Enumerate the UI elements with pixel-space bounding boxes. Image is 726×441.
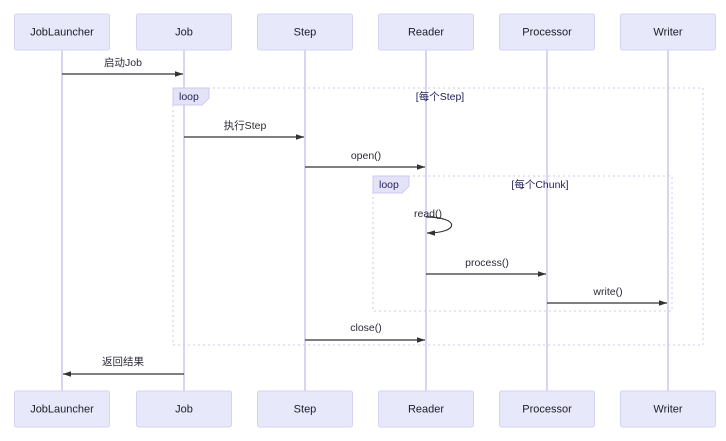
messages-group: 启动Job 执行Step open() read() process() write() c… (62, 56, 668, 377)
fragment-guard-label: [每个Step] (416, 90, 465, 103)
participant-box[interactable] (136, 390, 232, 428)
participant-box[interactable] (14, 13, 110, 51)
fragment-outer-loop: loop [每个Step] (172, 87, 704, 346)
message-label: 执行Step (224, 119, 267, 132)
participant-step-bottom[interactable]: Step (257, 390, 353, 428)
participant-label: Step (294, 26, 317, 38)
participant-label: Writer (653, 403, 682, 415)
participant-joblauncher-top[interactable]: JobLauncher (14, 13, 110, 51)
participant-box[interactable] (257, 390, 353, 428)
message-label: read() (414, 208, 442, 220)
message-label: open() (351, 150, 381, 162)
participant-box[interactable] (378, 390, 474, 428)
participant-job-top[interactable]: Job (136, 13, 232, 51)
fragment-guard-label: [每个Chunk] (511, 178, 568, 191)
participant-box[interactable] (499, 13, 595, 51)
participant-reader-bottom[interactable]: Reader (378, 390, 474, 428)
fragment-tab (172, 87, 210, 106)
msg-close: close() (305, 322, 426, 343)
msg-write: write() (547, 286, 668, 306)
participant-box[interactable] (14, 390, 110, 428)
participant-writer-bottom[interactable]: Writer (620, 390, 716, 428)
message-label: process() (465, 257, 509, 269)
message-label: 返回结果 (102, 355, 144, 368)
participant-label: Processor (522, 403, 572, 415)
combined-fragments-group: loop [每个Step] loop [每个Chunk] (172, 87, 704, 346)
participant-box[interactable] (499, 390, 595, 428)
fragment-border (372, 175, 673, 312)
participant-label: Reader (408, 26, 444, 38)
msg-execute-step: 执行Step (184, 119, 305, 140)
participant-step-top[interactable]: Step (257, 13, 353, 51)
participant-label: Job (175, 26, 193, 38)
fragment-inner-loop: loop [每个Chunk] (372, 175, 673, 312)
participant-box[interactable] (136, 13, 232, 51)
participant-reader-top[interactable]: Reader (378, 13, 474, 51)
message-label: write() (592, 286, 622, 298)
fragment-border (172, 87, 704, 346)
participant-joblauncher-bottom[interactable]: JobLauncher (14, 390, 110, 428)
self-call-arrow (425, 216, 453, 236)
participant-label: JobLauncher (30, 403, 94, 415)
participant-label: Reader (408, 403, 444, 415)
msg-start-job: 启动Job (62, 56, 184, 77)
participant-box[interactable] (257, 13, 353, 51)
msg-process: process() (426, 257, 547, 277)
participant-label: Writer (653, 26, 682, 38)
participant-processor-top[interactable]: Processor (499, 13, 595, 51)
message-label: 启动Job (104, 56, 142, 69)
lifelines-group (61, 50, 669, 391)
participant-box[interactable] (620, 390, 716, 428)
msg-read: read() (414, 208, 453, 236)
participant-box[interactable] (378, 13, 474, 51)
message-label: close() (350, 322, 382, 334)
participant-label: Processor (522, 26, 572, 38)
participant-writer-top[interactable]: Writer (620, 13, 716, 51)
participants-group: JobLauncherJobLauncherJobJobStepStepRead… (14, 13, 716, 428)
participant-label: JobLauncher (30, 26, 94, 38)
fragment-operator-label: loop (179, 91, 199, 103)
participant-job-bottom[interactable]: Job (136, 390, 232, 428)
msg-open: open() (305, 150, 426, 170)
fragment-tab (372, 175, 410, 194)
fragment-operator-label: loop (379, 179, 399, 191)
msg-return-result: 返回结果 (62, 355, 184, 377)
participant-processor-bottom[interactable]: Processor (499, 390, 595, 428)
participant-label: Job (175, 403, 193, 415)
participant-label: Step (294, 403, 317, 415)
participant-box[interactable] (620, 13, 716, 51)
